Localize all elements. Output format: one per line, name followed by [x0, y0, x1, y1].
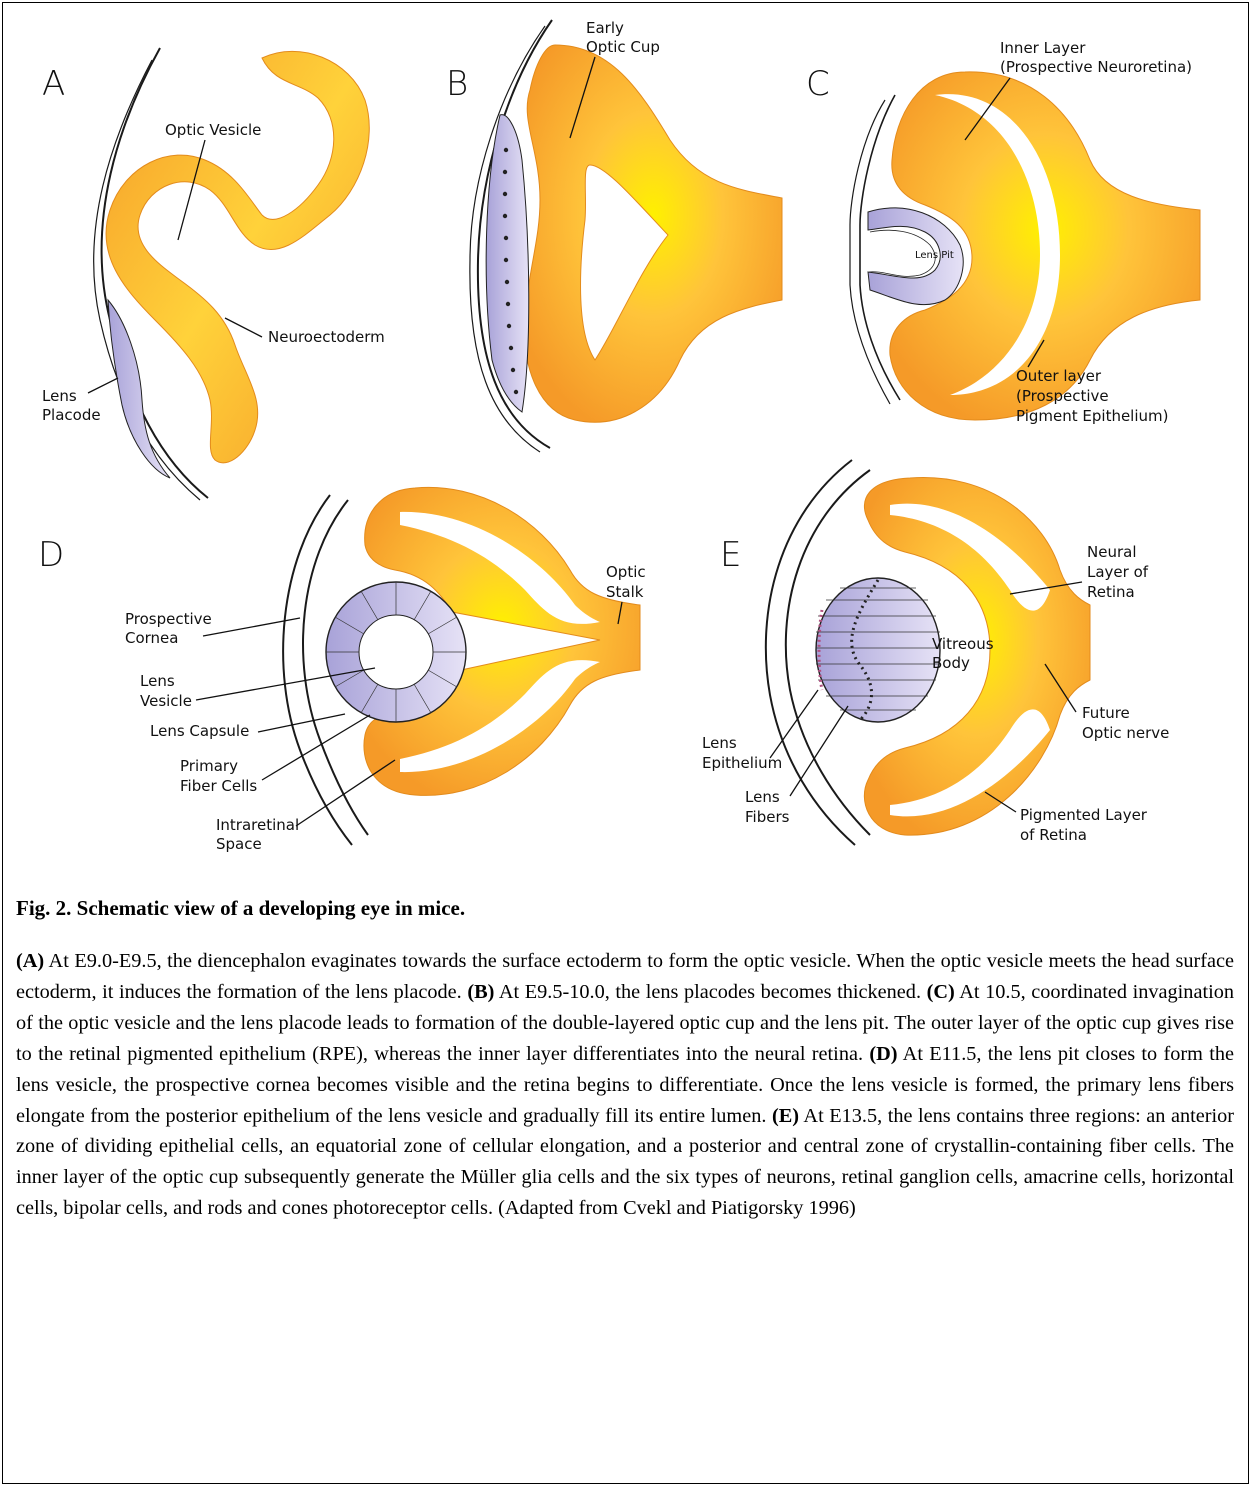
panel-e: E Neural Layer of Retina Vitreous Body F…	[702, 460, 1169, 845]
label-lens-fib-1: Lens	[745, 788, 780, 806]
label-lens-pit: Lens Pit	[915, 250, 954, 261]
label-neural-2: Layer of	[1087, 563, 1149, 581]
lens-placode-cells	[108, 300, 170, 478]
label-early-1: Early	[586, 19, 624, 37]
label-optic-stalk-2: Stalk	[606, 583, 644, 601]
label-pigmented-2: of Retina	[1020, 826, 1087, 844]
label-future-2: Optic nerve	[1082, 724, 1169, 742]
label-lens-capsule: Lens Capsule	[150, 722, 249, 740]
label-lens-fib-2: Fibers	[745, 808, 790, 826]
thickened-placode-cells	[486, 115, 529, 412]
label-intraretinal-1: Intraretinal	[216, 816, 299, 834]
figure-eye-development: A Optic Vesicle Neuroectoderm Lens Placo…	[0, 0, 1253, 880]
panel-b: B Early Optic Cup	[446, 19, 782, 452]
caption-panel-marker: (E)	[772, 1105, 799, 1127]
optic-vesicle-shape	[106, 51, 369, 462]
label-neural-3: Retina	[1087, 583, 1135, 601]
label-intraretinal-2: Space	[216, 835, 262, 853]
caption-body: (A) At E9.0-E9.5, the diencephalon evagi…	[16, 946, 1234, 1224]
label-optic-stalk-1: Optic	[606, 563, 646, 581]
label-outer-2: (Prospective	[1016, 387, 1109, 405]
panel-c-letter: C	[806, 64, 830, 104]
panel-b-letter: B	[446, 64, 468, 104]
figure-illustration: A Optic Vesicle Neuroectoderm Lens Placo…	[0, 0, 1253, 880]
label-neural-1: Neural	[1087, 543, 1136, 561]
caption-segment-text: At E9.5-10.0, the lens placodes becomes …	[494, 981, 926, 1003]
label-inner-2: (Prospective Neuroretina)	[1000, 58, 1192, 76]
label-pigmented-1: Pigmented Layer	[1020, 806, 1148, 824]
label-future-1: Future	[1082, 704, 1130, 722]
label-cornea-2: Cornea	[125, 629, 178, 647]
figure-caption: Fig. 2. Schematic view of a developing e…	[16, 895, 1234, 1224]
label-vitreous-2: Body	[932, 654, 970, 672]
caption-panel-marker: (D)	[869, 1043, 897, 1065]
label-lens-epi-1: Lens	[702, 734, 737, 752]
label-early-2: Optic Cup	[586, 38, 660, 56]
panel-a-letter: A	[42, 64, 65, 104]
panel-a: A Optic Vesicle Neuroectoderm Lens Placo…	[42, 48, 385, 500]
label-lens-placode-2: Placode	[42, 406, 101, 424]
panel-d: D Optic Stalk Prospective Cornea Lens Ve…	[38, 487, 646, 853]
label-outer-1: Outer layer	[1016, 367, 1102, 385]
caption-panel-marker: (B)	[467, 981, 494, 1003]
caption-panel-marker: (C)	[927, 981, 955, 1003]
label-vesicle-2: Vesicle	[140, 692, 192, 710]
caption-title: Fig. 2. Schematic view of a developing e…	[16, 895, 1234, 922]
label-vitreous-1: Vitreous	[932, 635, 994, 653]
label-outer-3: Pigment Epithelium)	[1016, 407, 1169, 425]
label-vesicle-1: Lens	[140, 672, 175, 690]
label-optic-vesicle: Optic Vesicle	[165, 121, 261, 139]
panel-d-letter: D	[38, 535, 64, 575]
panel-c: C Lens Pit Inner Layer (Prospective Neur…	[806, 39, 1200, 425]
caption-panel-marker: (A)	[16, 950, 44, 972]
panel-e-letter: E	[720, 535, 741, 575]
label-neuroectoderm: Neuroectoderm	[268, 328, 385, 346]
label-fiber-1: Primary	[180, 757, 238, 775]
label-lens-placode-1: Lens	[42, 387, 77, 405]
label-cornea-1: Prospective	[125, 610, 212, 628]
label-inner-1: Inner Layer	[1000, 39, 1086, 57]
label-fiber-2: Fiber Cells	[180, 777, 257, 795]
early-optic-cup-shape	[525, 45, 782, 422]
